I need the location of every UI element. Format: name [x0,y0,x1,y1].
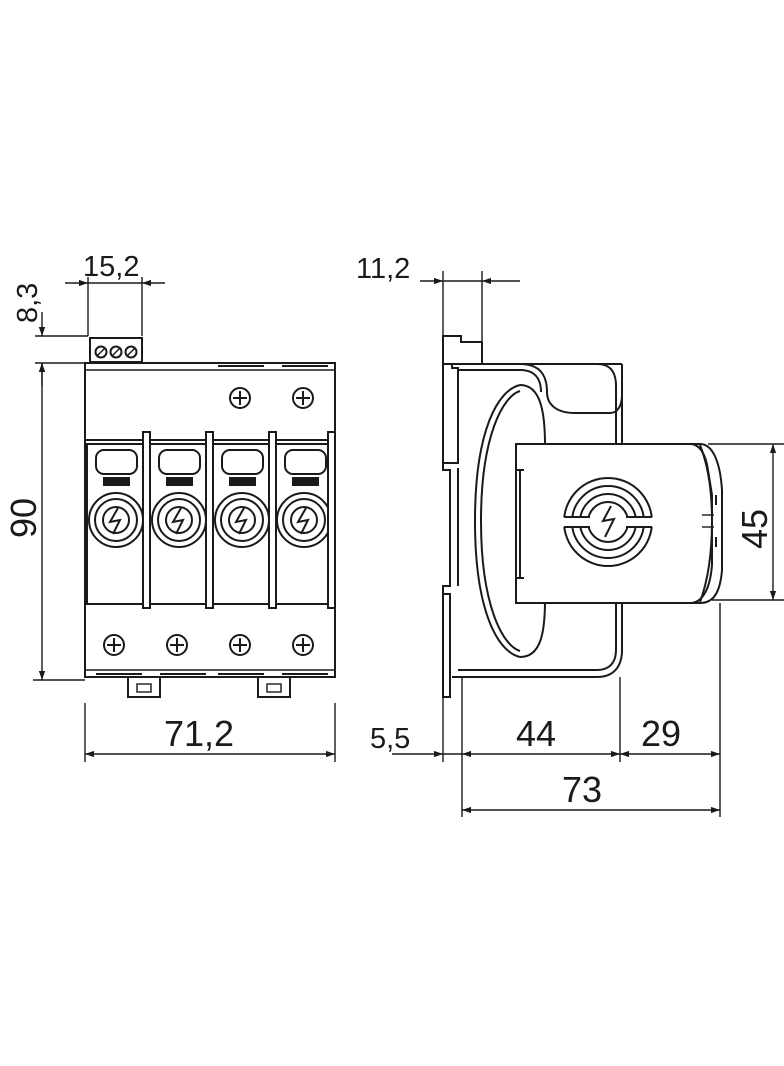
lightning-bolt-in-circle-icon [234,507,248,535]
dim-label: 8,3 [12,283,44,323]
dim-label: 73 [562,769,602,810]
dim-front-width: 71,2 [84,703,336,762]
dim-front-height: 90 [3,363,85,681]
lightning-bolt-in-circle-icon [296,507,310,535]
module-2 [149,443,209,605]
crosshead-screw-icon [103,634,314,656]
dim-label: 71,2 [164,713,234,754]
dim-label: 5,5 [370,723,410,755]
dim-side-handle-depth: 29 [620,713,720,758]
lightning-bolt-in-circle-icon [171,507,185,535]
dim-side-offset: 5,5 [370,723,462,758]
crosshead-screw-icon [229,387,314,409]
dim-label: 45 [734,509,775,549]
dim-side-module-height: 45 [708,443,784,601]
dim-label: 11,2 [356,253,410,285]
dim-label: 15,2 [83,251,139,283]
front-view: 15,2 8,3 90 71,2 [3,251,336,762]
side-housing [452,363,623,678]
dim-front-terminal-width: 15,2 [65,251,165,336]
dim-label: 90 [3,498,44,538]
dim-side-terminal-width: 11,2 [356,253,520,342]
dim-label: 44 [516,713,556,754]
lightning-bolt-in-circle-icon [562,477,654,567]
module-1 [86,443,146,605]
dim-front-terminal-height: 8,3 [12,283,88,386]
din-rail-profile [442,364,459,698]
dim-label: 29 [641,713,681,754]
module-dividers [142,431,336,609]
din-clip [127,677,291,698]
module-3 [212,443,272,605]
terminal-block-icon [89,337,143,363]
side-terminal [442,335,483,365]
side-view: 11,2 45 5,5 44 29 [356,253,784,817]
module-4 [275,443,334,605]
dim-side-body-depth: 44 [462,713,620,758]
lightning-bolt-in-circle-icon [108,507,122,535]
dim-side-total-depth: 73 [462,769,720,814]
